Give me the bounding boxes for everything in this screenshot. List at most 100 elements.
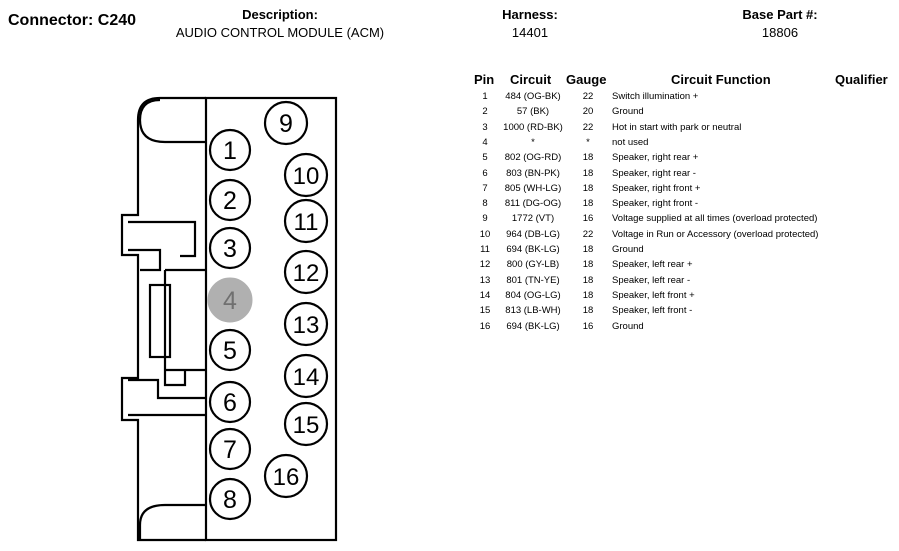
function-cell: Speaker, right rear - xyxy=(612,167,696,179)
harness-value: 14401 xyxy=(511,25,549,40)
table-row: 2 57 (BK) 20 Ground xyxy=(470,106,890,121)
connector-pin-6: 6 xyxy=(208,380,252,424)
table-row: 4 * * not used xyxy=(470,137,890,152)
gauge-cell: 22 xyxy=(582,121,594,133)
gauge-cell: 18 xyxy=(582,289,594,301)
pin-cell: 3 xyxy=(482,121,488,133)
col-head-circuit: Circuit xyxy=(510,72,552,87)
pin-cell: 2 xyxy=(482,106,488,118)
pin-cell: 7 xyxy=(482,182,488,194)
gauge-cell: 18 xyxy=(582,244,594,255)
pin-circle xyxy=(208,380,252,424)
gauge-cell: 18 xyxy=(582,182,594,194)
connector-title: Connector: C240 xyxy=(8,12,137,29)
table-row: 7 805 (WH-LG) 18 Speaker, right front + xyxy=(470,183,890,198)
connector-pin-3: 3 xyxy=(208,226,252,270)
base-part-label: Base Part #: xyxy=(742,7,818,22)
function-cell: Speaker, right rear + xyxy=(612,152,699,164)
pin-circle xyxy=(208,427,252,471)
gauge-cell: 20 xyxy=(582,106,594,118)
gauge-cell: 22 xyxy=(582,91,594,102)
circuit-cell: 804 (OG-LG) xyxy=(505,289,561,301)
circuit-cell: 802 (OG-RD) xyxy=(504,152,562,164)
circuit-cell: 1000 (RD-BK) xyxy=(503,121,563,133)
pin-cell: 4 xyxy=(482,136,488,148)
circuit-cell: 813 (LB-WH) xyxy=(505,305,561,317)
function-cell: Ground xyxy=(612,106,644,118)
connector-pin-10: 10 xyxy=(283,152,329,198)
connector-housing xyxy=(120,96,338,542)
table-row: 1 484 (OG-BK) 22 Switch illumination + xyxy=(470,91,890,106)
gauge-cell: 18 xyxy=(582,198,594,210)
circuit-cell: 800 (GY-LB) xyxy=(506,259,560,271)
connector-pin-4: 4 xyxy=(207,277,253,323)
pin-circle xyxy=(263,453,309,499)
gauge-cell: 18 xyxy=(582,259,594,271)
function-cell: Speaker, left front - xyxy=(612,305,693,317)
pin-circle xyxy=(283,198,329,244)
connector-pin-8: 8 xyxy=(208,477,252,521)
pin-cell: 12 xyxy=(479,259,491,271)
connector-pin-13: 13 xyxy=(283,301,329,347)
pin-circle xyxy=(208,128,252,172)
function-cell: Ground xyxy=(612,320,644,332)
pin-circle xyxy=(283,249,329,295)
circuit-cell: 484 (OG-BK) xyxy=(505,91,561,102)
pin-number: 13 xyxy=(293,312,320,339)
pin-circle xyxy=(283,401,329,447)
function-cell: Voltage supplied at all times (overload … xyxy=(612,213,818,225)
pin-cell: 11 xyxy=(480,244,490,255)
circuit-cell: 57 (BK) xyxy=(516,106,550,118)
circuit-cell: 805 (WH-LG) xyxy=(504,182,562,194)
pin-cell: 13 xyxy=(479,274,491,286)
pin-circle xyxy=(208,178,252,222)
col-head-pin: Pin xyxy=(474,72,495,87)
gauge-cell: 22 xyxy=(582,228,594,240)
pin-number: 16 xyxy=(273,464,300,491)
base-part-value: 18806 xyxy=(761,25,799,40)
gauge-cell: * xyxy=(586,136,590,148)
connector-pin-15: 15 xyxy=(283,401,329,447)
pin-number: 3 xyxy=(223,235,237,263)
circuit-cell: 801 (TN-YE) xyxy=(506,274,560,286)
harness-label: Harness: xyxy=(502,7,558,22)
connector-pin-9: 9 xyxy=(263,100,309,146)
connector-pin-1: 1 xyxy=(208,128,252,172)
pin-cell: 10 xyxy=(479,228,491,240)
function-cell: Speaker, right front + xyxy=(612,182,701,194)
circuit-cell: 694 (BK-LG) xyxy=(506,320,560,332)
pin-number: 15 xyxy=(293,412,320,439)
pin-number: 11 xyxy=(294,209,319,236)
pin-circle xyxy=(208,477,252,521)
connector-pin-5: 5 xyxy=(208,328,252,372)
circuit-cell: * xyxy=(531,136,535,148)
pin-cell: 1 xyxy=(482,91,488,102)
pin-cell: 16 xyxy=(479,320,491,332)
connector-pin-11: 11 xyxy=(283,198,329,244)
gauge-cell: 16 xyxy=(582,213,594,225)
col-head-function: Circuit Function xyxy=(671,72,771,87)
function-cell: Switch illumination + xyxy=(612,91,699,102)
function-cell: Speaker, left rear - xyxy=(612,274,691,286)
col-head-qualifier: Qualifier xyxy=(835,72,888,87)
circuit-cell: 803 (BN-PK) xyxy=(506,167,560,179)
function-cell: not used xyxy=(612,136,649,148)
function-cell: Voltage in Run or Accessory (overload pr… xyxy=(612,228,819,240)
pin-number: 4 xyxy=(223,287,237,315)
gauge-cell: 18 xyxy=(582,167,594,179)
gauge-cell: 18 xyxy=(582,305,594,317)
pin-cell: 15 xyxy=(479,305,491,317)
description-value: AUDIO CONTROL MODULE (ACM) xyxy=(175,25,385,40)
circuit-cell: 964 (DB-LG) xyxy=(506,228,560,240)
col-head-gauge: Gauge xyxy=(566,72,607,87)
description-label: Description: xyxy=(242,7,318,22)
